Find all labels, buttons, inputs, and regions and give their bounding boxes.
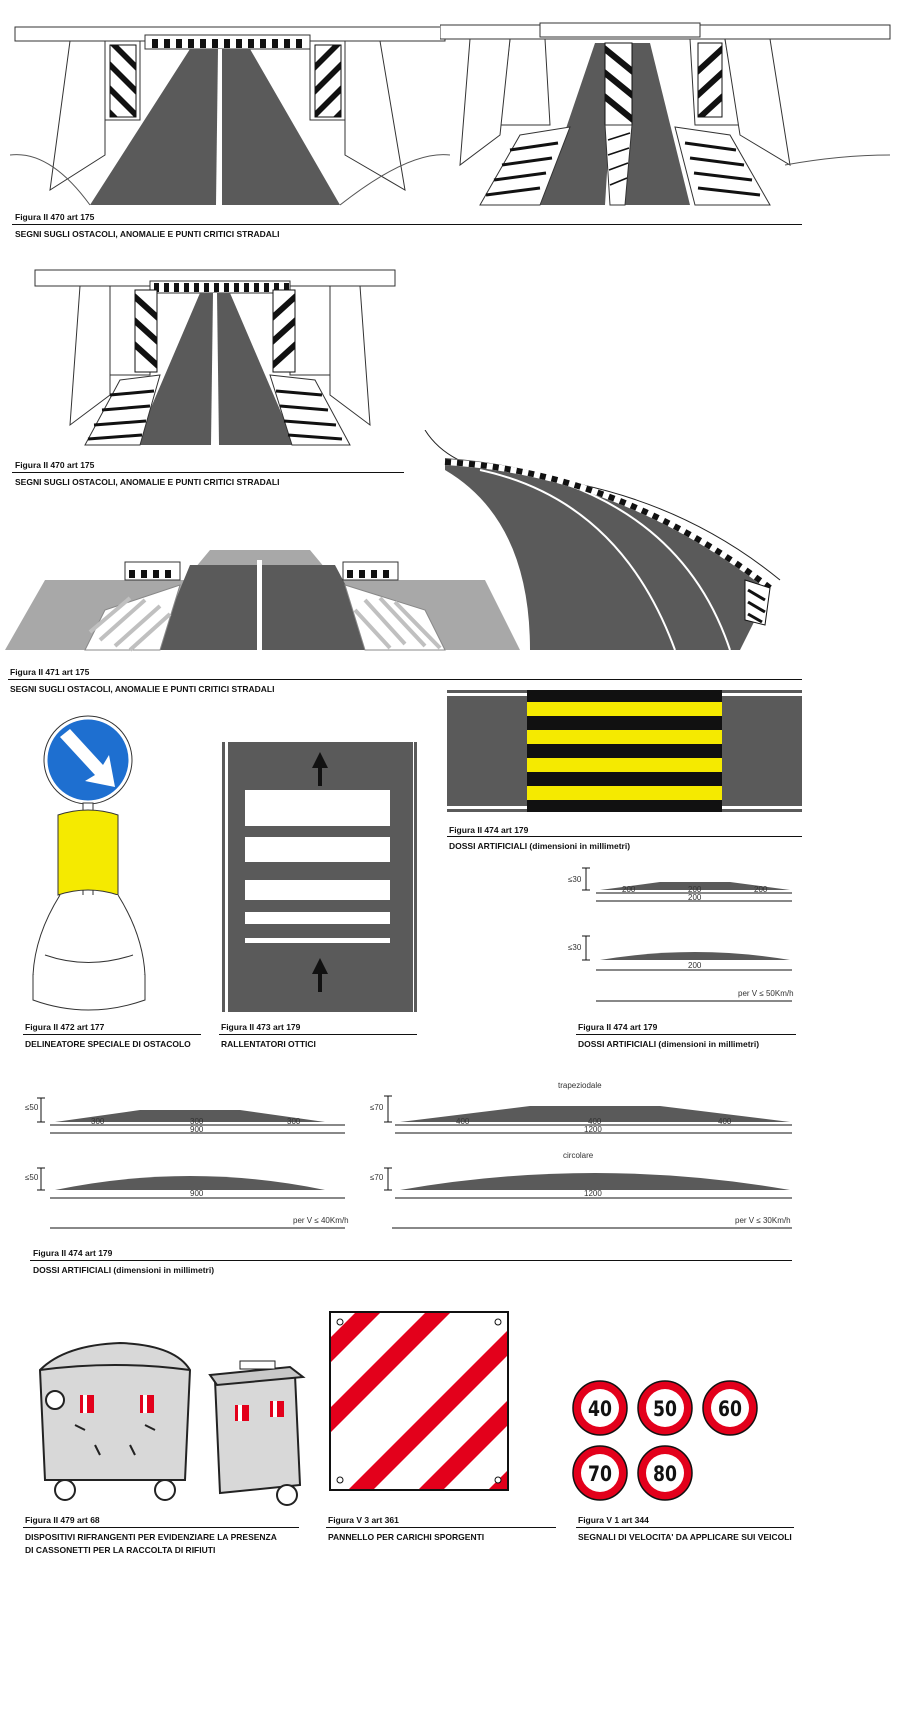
figure-description: DOSSI ARTIFICIALI (dimensioni in millime…	[449, 841, 631, 851]
caption-rule	[219, 1034, 417, 1035]
dim-label: 400	[718, 1117, 732, 1126]
caption-rule	[8, 679, 802, 680]
dim-label: 200	[688, 893, 702, 902]
arrow-down-right-icon	[60, 729, 115, 787]
speed-sign-70: 70	[572, 1445, 628, 1501]
figure-title: Figura II 470 art 175	[15, 212, 95, 222]
dim-label: 1200	[584, 1125, 602, 1134]
dim-label: 900	[190, 1189, 204, 1198]
dim-label: 1200	[584, 1189, 602, 1198]
caption-rule	[576, 1034, 796, 1035]
speed-sign-value: 70	[588, 1461, 612, 1486]
speed-bump-top-view	[447, 690, 802, 812]
height-label: ≤50	[25, 1173, 39, 1182]
figure-title: Figura V 3 art 361	[328, 1515, 399, 1525]
waste-bins-illustration	[38, 1341, 306, 1506]
caption-rule	[30, 1260, 792, 1261]
caption-rule	[23, 1034, 201, 1035]
bump-profile-40kmh: ≤50 300 300 300 900 ≤50 900 per V ≤ 40Km…	[25, 1097, 349, 1229]
profile-type-label: circolare	[563, 1151, 594, 1160]
dim-label: 300	[190, 1117, 204, 1126]
height-label: ≤70	[370, 1173, 384, 1182]
caption-rule	[12, 224, 802, 225]
figure-title: Figura II 479 art 68	[25, 1515, 100, 1525]
caption-rule	[576, 1527, 794, 1528]
arrow-up-icon	[312, 752, 328, 786]
island-obstacle-illustration	[5, 550, 520, 652]
dim-label: 200	[688, 885, 702, 894]
dim-label: 900	[190, 1125, 204, 1134]
figure-description: SEGNI SUGLI OSTACOLI, ANOMALIE E PUNTI C…	[15, 477, 280, 487]
speed-note: per V ≤ 30Km/h	[735, 1216, 791, 1225]
figure-description: SEGNALI DI VELOCITA' DA APPLICARE SUI VE…	[578, 1532, 792, 1542]
figure-description: DI CASSONETTI PER LA RACCOLTA DI RIFIUTI	[25, 1545, 216, 1555]
dim-label: 200	[622, 885, 636, 894]
figure-description: SEGNI SUGLI OSTACOLI, ANOMALIE E PUNTI C…	[15, 229, 280, 239]
arrow-up-icon	[312, 958, 328, 992]
height-label: ≤30	[568, 943, 582, 952]
dim-label: 300	[287, 1117, 301, 1126]
figure-description: DELINEATORE SPECIALE DI OSTACOLO	[25, 1039, 191, 1049]
dim-label: 400	[456, 1117, 470, 1126]
figure-title: Figura II 471 art 175	[10, 667, 90, 677]
figure-description: DOSSI ARTIFICIALI (dimensioni in millime…	[578, 1039, 760, 1049]
figure-title: Figura II 470 art 175	[15, 460, 95, 470]
speed-note: per V ≤ 50Km/h	[738, 989, 794, 998]
speed-note: per V ≤ 40Km/h	[293, 1216, 349, 1225]
speed-sign-value: 50	[653, 1396, 677, 1421]
height-label: ≤50	[25, 1103, 39, 1112]
obstacle-underpass-illustration-3	[34, 269, 396, 446]
figure-title: Figura II 472 art 177	[25, 1022, 105, 1032]
figure-description: RALLENTATORI OTTICI	[221, 1039, 316, 1049]
speed-sign-80: 80	[637, 1445, 693, 1501]
figure-title: Figura V 1 art 344	[578, 1515, 649, 1525]
caption-rule	[326, 1527, 556, 1528]
caption-rule	[447, 836, 802, 837]
figure-description: SEGNI SUGLI OSTACOLI, ANOMALIE E PUNTI C…	[10, 684, 275, 694]
figure-title: Figura II 474 art 179	[578, 1022, 658, 1032]
figure-title: Figura II 473 art 179	[221, 1022, 301, 1032]
figure-description: PANNELLO PER CARICHI SPORGENTI	[328, 1532, 485, 1542]
bump-profile-small: ≤30 200 200 200 200 ≤30 200 per V ≤ 50Km…	[568, 867, 794, 1002]
caption-rule	[12, 472, 404, 473]
vehicle-speed-signs: 40 50 60 70 80	[572, 1380, 758, 1501]
optical-rumble-strips	[222, 742, 417, 1012]
dim-label: 400	[588, 1117, 602, 1126]
height-label: ≤70	[370, 1103, 384, 1112]
speed-sign-value: 60	[718, 1396, 742, 1421]
speed-sign-value: 40	[588, 1396, 612, 1421]
obstacle-underpass-illustration-1	[10, 26, 450, 206]
figure-description: DOSSI ARTIFICIALI (dimensioni in millime…	[33, 1265, 215, 1275]
profile-type-label: trapeziodale	[558, 1081, 602, 1090]
dim-label: 200	[754, 885, 768, 894]
height-label: ≤30	[568, 875, 582, 884]
speed-sign-50: 50	[637, 1380, 693, 1436]
caption-rule	[23, 1527, 299, 1528]
figure-description: DISPOSITIVI RIFRANGENTI PER EVIDENZIARE …	[25, 1532, 277, 1542]
bump-profile-30kmh: trapeziodale ≤70 400 400 400 1200 circol…	[370, 1081, 792, 1229]
figure-title: Figura II 474 art 179	[33, 1248, 113, 1258]
dim-label: 200	[688, 961, 702, 970]
curve-barrier-illustration	[424, 430, 781, 651]
overhanging-load-panel	[329, 1311, 509, 1491]
speed-sign-value: 80	[653, 1461, 677, 1486]
figure-title: Figura II 474 art 179	[449, 825, 529, 835]
obstacle-underpass-illustration-2	[440, 22, 891, 206]
speed-sign-60: 60	[702, 1380, 758, 1436]
dim-label: 300	[91, 1117, 105, 1126]
obstacle-delineator	[32, 715, 146, 1011]
speed-sign-40: 40	[572, 1380, 628, 1436]
